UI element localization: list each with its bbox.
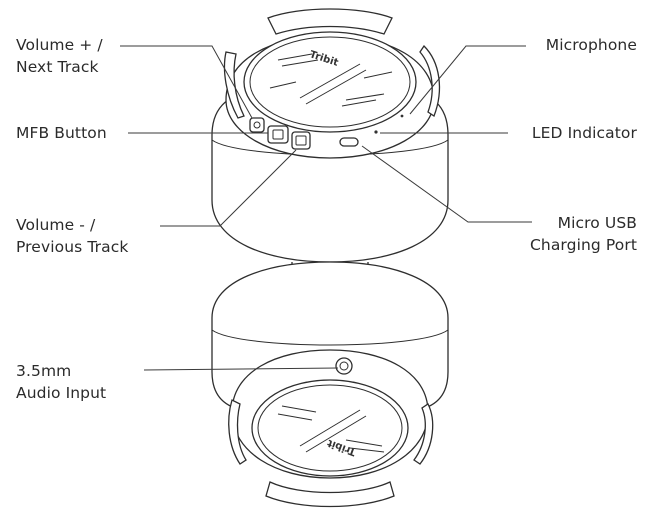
label-volume-down-line1: Volume - /	[16, 216, 96, 234]
label-audio-input-line1: 3.5mm	[16, 362, 72, 380]
headband-top	[267, 8, 393, 35]
leader-audio-input	[143, 367, 339, 371]
headband-bottom	[265, 481, 395, 508]
top-earcup: Tribit	[211, 8, 449, 263]
volume-down-button	[291, 131, 311, 150]
leader-microphone	[409, 45, 526, 115]
volume-up-button-mark	[253, 121, 261, 129]
top-cap-inner	[249, 36, 411, 128]
label-volume-up-line2: Next Track	[16, 58, 99, 76]
label-volume-down: Volume - / Previous Track	[16, 214, 128, 258]
top-yoke-right	[419, 44, 441, 117]
mic-hole	[400, 114, 404, 118]
leader-lines	[120, 45, 532, 371]
label-audio-input: 3.5mm Audio Input	[16, 360, 106, 404]
bottom-cushion-seam	[211, 329, 449, 346]
leader-usb	[361, 145, 532, 223]
top-yoke-left	[223, 51, 245, 119]
label-volume-up-line1: Volume + /	[16, 36, 103, 54]
label-microphone-line1: Microphone	[545, 36, 637, 54]
mfb-button	[267, 125, 289, 144]
leader-volume-down	[160, 149, 297, 227]
label-volume-down-line2: Previous Track	[16, 238, 129, 256]
usb-port	[339, 137, 359, 147]
aux-jack-inner	[339, 361, 349, 371]
label-microphone: Microphone	[546, 34, 637, 56]
bottom-earcup: Tribit	[211, 261, 449, 508]
bottom-yoke-left	[228, 399, 247, 465]
volume-up-button	[249, 117, 265, 133]
volume-down-button-mark	[295, 135, 307, 146]
label-usb: Micro USB Charging Port	[530, 212, 637, 256]
label-volume-up: Volume + / Next Track	[16, 34, 103, 78]
bottom-yoke-right	[413, 403, 434, 465]
leader-volume-up	[120, 45, 253, 119]
aux-jack	[335, 357, 353, 375]
top-cap-pattern	[269, 53, 393, 107]
label-mfb: MFB Button	[16, 122, 107, 144]
label-audio-input-line2: Audio Input	[16, 384, 107, 402]
label-usb-line2: Charging Port	[529, 236, 637, 254]
label-usb-line1: Micro USB	[557, 214, 637, 232]
label-led: LED Indicator	[532, 122, 637, 144]
mfb-button-mark	[272, 129, 284, 140]
bottom-cap-inner	[257, 384, 403, 472]
label-led-line1: LED Indicator	[531, 124, 637, 142]
top-cap	[243, 31, 417, 133]
label-mfb-line1: MFB Button	[16, 124, 107, 142]
led-dot	[374, 130, 378, 134]
bottom-cap-pattern	[277, 405, 385, 453]
